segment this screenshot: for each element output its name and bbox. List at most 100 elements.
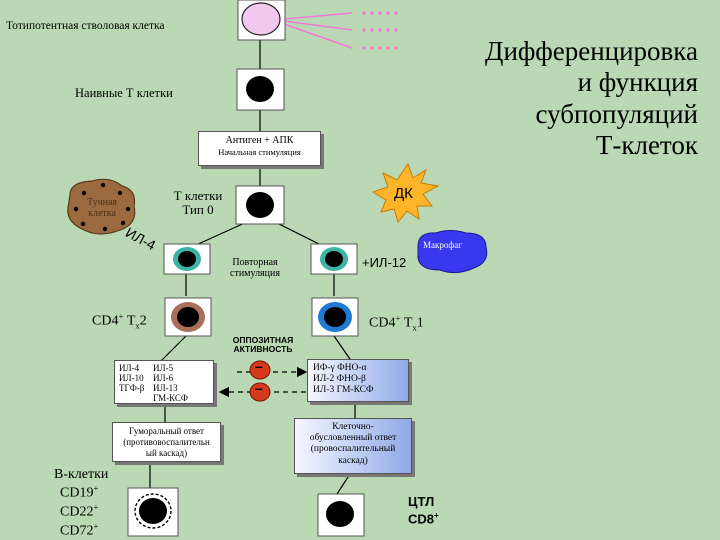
th2-cytokine: ИЛ-4 [119, 363, 140, 373]
title-line-1: Дифференцировка [485, 36, 698, 66]
humoral-line-3: ый каскад) [145, 447, 188, 458]
b-cell-title: В-клетки [54, 467, 109, 482]
th2-cytokine: ТГФ-β [119, 383, 145, 394]
repeat-line-2: стимуляция [230, 267, 280, 279]
mast-cell-label: Тучная клетка [78, 197, 126, 219]
title-line-4: Т-клеток [595, 129, 698, 160]
dc-label: ДК [394, 185, 413, 202]
antigen-box: Антиген + АПК Начальная стимуляция [198, 131, 321, 166]
repeat-line-1: Повторная [232, 257, 278, 268]
ctl-cell [326, 501, 354, 527]
th2-cytokines-box: ИЛ-4 ИЛ-10 ТГФ-β ИЛ-5 ИЛ-6 ИЛ-13 ГМ-КСФ [114, 360, 214, 404]
th2-label-num: 2 [139, 313, 147, 329]
ctl-markers: ЦТЛ CD8+ [408, 494, 439, 528]
th1-label: CD4+ Тх1 [369, 313, 424, 333]
inhibit-minus-top: – [255, 358, 263, 374]
th2-label-sub: х [135, 320, 140, 331]
ctl-title: ЦТЛ [408, 494, 435, 509]
th2-label-cd4: CD4 [92, 313, 119, 329]
mast-label-line-1: Тучная [86, 197, 118, 208]
th2-cytokine: ИЛ-10 [119, 373, 144, 384]
macrophage [417, 230, 488, 274]
th1-label-num: 1 [416, 315, 424, 331]
th2-cytokine: ИЛ-5 [153, 363, 174, 373]
th2-label-t: Т [123, 313, 136, 329]
title-line-2: и функция [577, 67, 698, 98]
opposite-activity-label: ОППОЗИТНАЯ АКТИВНОСТЬ [232, 336, 294, 354]
inhibition-arrows [218, 360, 308, 402]
title-line-3: субпопуляций [535, 98, 698, 129]
mast-cell [67, 178, 136, 235]
t0-label-line-1: Т клетки [173, 188, 223, 203]
connection-lines [149, 40, 356, 495]
stem-cell-progeny-dots [362, 11, 398, 50]
plus-sign: + [93, 521, 99, 532]
inhibit-minus-bottom: – [255, 380, 263, 396]
th1-cell-nucleus [324, 307, 346, 327]
th1-cytokines-line-3: ИЛ-3 ГМ-КСФ [313, 385, 374, 396]
naive-label: Наивные Т клетки [75, 86, 173, 100]
cellular-line-2: обусловленный ответ [309, 433, 397, 444]
mast-label-line-2: клетка [88, 207, 116, 219]
th2-cytokine: ГМ-КСФ [153, 393, 188, 404]
stem-cell [241, 2, 281, 36]
line-th2-to-cytokines [159, 335, 187, 363]
b-cd72: CD72+ [54, 521, 108, 540]
line-th1-to-cytokines [333, 335, 353, 363]
ctl-cd8: CD8+ [408, 511, 439, 528]
macrophage-label: Макрофаг [423, 240, 462, 250]
b-cell-markers: В-клетки CD19+ CD22+ CD72+ [54, 466, 108, 540]
th2-cytokines-col1: ИЛ-4 ИЛ-10 ТГФ-β [119, 363, 144, 393]
th2-cell-nucleus [177, 307, 199, 327]
t0-label: Т клетки Тип 0 [163, 189, 233, 216]
cellular-response-box: Клеточно- обусловленный ответ (провоспал… [294, 418, 412, 474]
b-cd22: CD22+ [54, 502, 108, 521]
inhibit-symbol-top [249, 360, 271, 380]
totipotent-label: Тотипотентная стволовая клетка [6, 20, 165, 32]
naive-t-cell [246, 76, 274, 102]
th1-cytokines-line-2: ИЛ-2 ФНО-β [313, 374, 366, 385]
humoral-line-1: Гуморальный ответ [129, 426, 204, 436]
dendritic-cell [371, 162, 440, 224]
th2-label: CD4+ Тх2 [92, 311, 147, 331]
humoral-response-box: Гуморальный ответ (противовоспалительн ы… [112, 422, 221, 462]
cellular-line-1: Клеточно- [332, 422, 374, 432]
il12-label: +ИЛ-12 [362, 255, 407, 270]
plus-sign: + [93, 502, 99, 513]
th1-label-sub: х [412, 322, 417, 333]
th1-label-t: Т [400, 315, 413, 331]
line-cellular-to-ctl [336, 473, 351, 495]
line-t0-to-right [274, 221, 322, 246]
b-cd19-text: CD19 [60, 486, 94, 502]
th2-cytokine: ИЛ-6 [153, 373, 174, 384]
line-t0-to-left [195, 221, 248, 246]
antigen-label: Антиген + АПК [225, 135, 294, 146]
page-title: Дифференцировка и функция субпопуляций Т… [485, 36, 698, 161]
th1-cytokines-box: ИФ-γ ФНО-α ИЛ-2 ФНО-β ИЛ-3 ГМ-КСФ [307, 359, 409, 402]
humoral-line-2: (противовоспалительн [123, 436, 210, 447]
cellular-line-4: каскад) [338, 455, 368, 466]
b-cd72-text: CD72 [60, 524, 94, 540]
inhibit-symbol-bottom [249, 382, 271, 402]
initial-stimulation-label: Начальная стимуляция [218, 147, 301, 157]
stem-cell-rays [283, 12, 353, 49]
opposite-line-2: АКТИВНОСТЬ [233, 343, 293, 354]
plus-sign: + [93, 483, 99, 494]
t0-label-line-2: Тип 0 [182, 201, 214, 217]
t0-cell [246, 192, 274, 218]
b-cd19: CD19+ [54, 483, 108, 502]
th2-cytokine: ИЛ-13 [153, 383, 178, 394]
plus-sign: + [434, 510, 439, 520]
left-precursor-nucleus [178, 251, 196, 267]
b-cd22-text: CD22 [60, 505, 94, 521]
b-cell [139, 498, 167, 524]
th2-cytokines-col2: ИЛ-5 ИЛ-6 ИЛ-13 ГМ-КСФ [153, 363, 188, 404]
cellular-line-3: (провоспалительный [310, 444, 396, 455]
th1-label-cd4: CD4 [369, 315, 396, 331]
th1-label-plus: + [395, 313, 401, 323]
repeat-stimulation-label: Повторная стимуляция [222, 257, 288, 279]
opposite-line-1: ОППОЗИТНАЯ [232, 335, 294, 345]
right-precursor-nucleus [325, 251, 343, 267]
